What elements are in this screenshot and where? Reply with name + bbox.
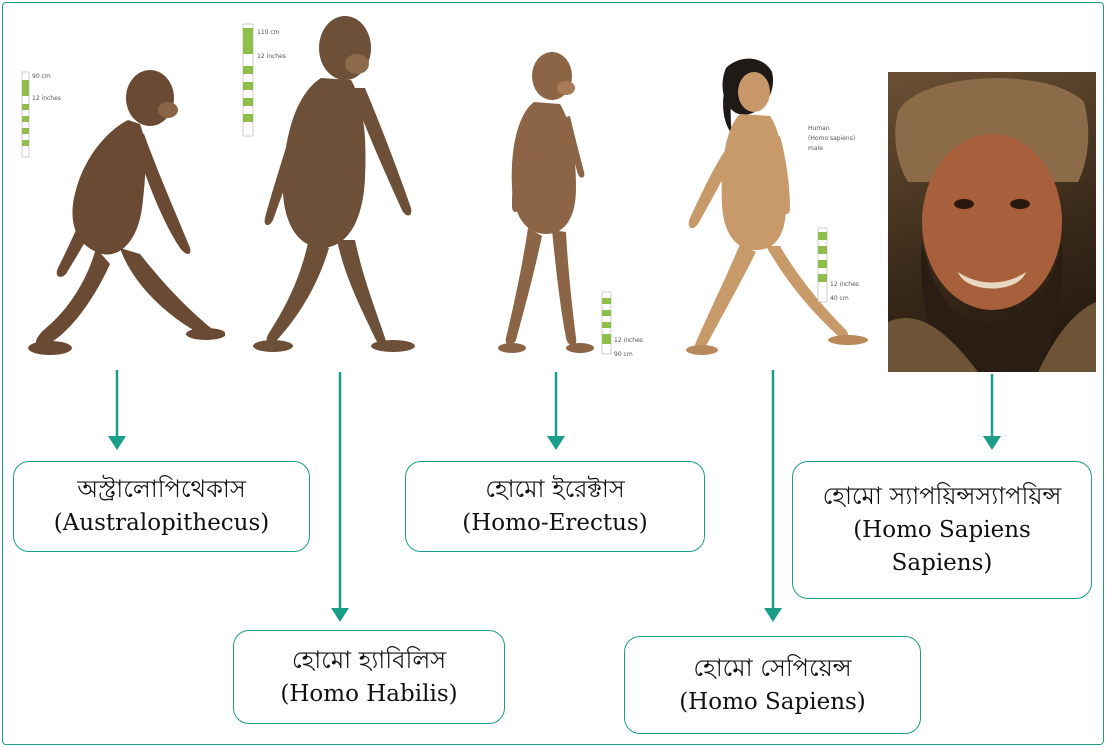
caption-line-3: male [808,145,823,152]
label-english: (Homo Sapiens) [679,686,866,719]
label-homo-erectus: হোমো ইরেক্টাস (Homo-Erectus) [405,461,705,552]
label-english: (Homo Habilis) [280,678,457,711]
caption-line-1: Human [808,125,830,132]
label-bengali: হোমো ইরেক্টাস [485,472,625,507]
label-english-line-1: (Homo Sapiens [853,514,1031,547]
scale-top-label: 90 cm [32,73,51,80]
homo-erectus-figure: 12 inches 90 cm [462,48,657,366]
homo-sapiens-figure: Human (Homo sapiens) male 12 inches 40 c… [668,58,880,370]
scale-bottom-label: 90 cm [614,351,633,358]
height-scale: 12 inches 40 cm [818,228,859,302]
species-caption: Human (Homo sapiens) male [808,125,855,152]
scale-bottom-label: 12 inches [257,53,286,60]
scale-top-label: 110 cm [257,29,280,36]
homo-habilis-body [253,16,415,352]
height-scale: 12 inches 90 cm [602,292,643,358]
label-english: (Australopithecus) [54,507,270,540]
scale-top-label: 12 inches [830,281,859,288]
homo-erectus-body [498,52,594,353]
label-english: (Homo-Erectus) [462,507,647,540]
australopithecus-body [28,70,225,355]
homo-sapiens-body [686,59,868,355]
label-homo-habilis: হোমো হ্যাবিলিস (Homo Habilis) [233,630,505,724]
label-homo-sapiens-sapiens: হোমো স্যাপয়িন্সস্যাপয়িন্স (Homo Sapien… [792,461,1092,599]
australopithecus-figure: 90 cm 12 inches [10,58,225,368]
scale-top-label: 12 inches [614,337,643,344]
label-english-line-2: Sapiens) [892,547,993,580]
height-scale: 90 cm 12 inches [22,72,61,157]
label-bengali: হোমো সেপিয়েন্স [693,651,851,686]
label-bengali: হোমো স্যাপয়িন্সস্যাপয়িন্স [823,479,1062,514]
height-scale: 110 cm 12 inches [243,24,286,136]
label-bengali: অস্ট্রালোপিথেকাস [77,472,245,507]
scale-bottom-label: 12 inches [32,95,61,102]
homo-habilis-figure: 110 cm 12 inches [225,8,455,363]
caption-line-2: (Homo sapiens) [808,135,855,142]
label-australopithecus: অস্ট্রালোপিথেকাস (Australopithecus) [13,461,310,552]
label-homo-sapiens: হোমো সেপিয়েন্স (Homo Sapiens) [624,636,921,734]
homo-sapiens-sapiens-portrait [888,72,1096,372]
scale-bottom-label: 40 cm [830,295,849,302]
label-bengali: হোমো হ্যাবিলিস [292,643,446,678]
